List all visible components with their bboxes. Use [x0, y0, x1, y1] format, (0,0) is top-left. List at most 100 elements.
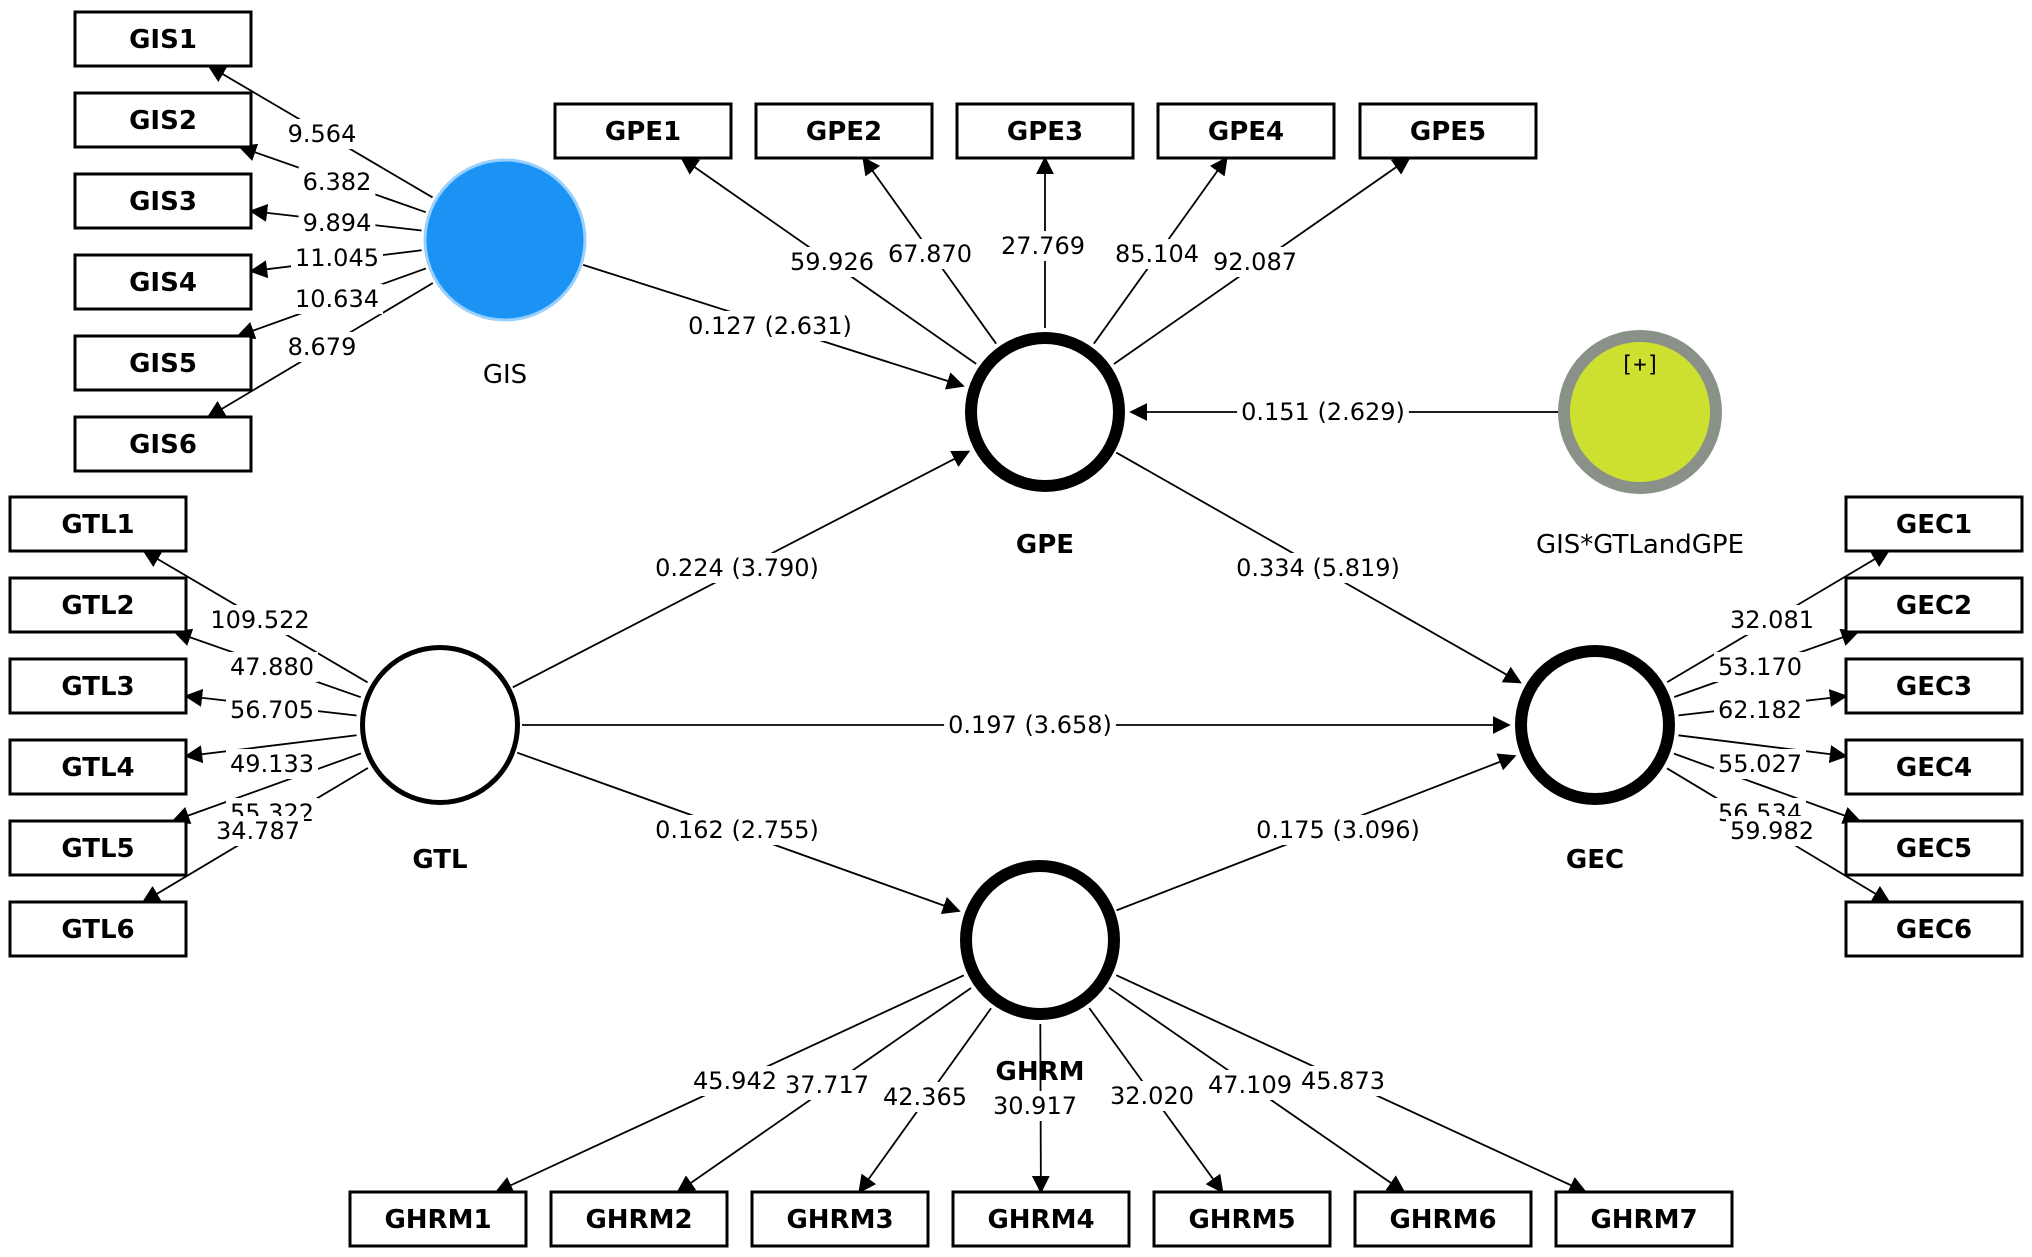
loading-label-ghrm6-group: 47.109 — [1204, 1070, 1296, 1100]
loading-label-gtl3: 56.705 — [230, 696, 314, 724]
indicator-gpe5: GPE5 — [1358, 102, 1538, 160]
path-label-gtl-ghrm-group: 0.162 (2.755) — [651, 815, 823, 845]
loading-label-ghrm5-group: 32.020 — [1106, 1081, 1198, 1111]
indicator-gtl1: GTL1 — [8, 495, 188, 553]
latent-label-mod: GIS*GTLandGPE — [1536, 530, 1744, 560]
indicator-box-gis6 — [73, 415, 253, 473]
indicator-gis6: GIS6 — [73, 415, 253, 473]
indicator-gtl3: GTL3 — [8, 657, 188, 715]
path-label-ghrm-gec-bg — [1252, 815, 1424, 845]
path-label-gtl-gpe-group: 0.224 (3.790) — [651, 553, 823, 583]
loading-label-ghrm1: 45.942 — [693, 1067, 777, 1095]
indicator-box-gtl4 — [8, 738, 188, 796]
loading-label-gtl6: 34.787 — [216, 817, 300, 845]
path-label-gis-gpe: 0.127 (2.631) — [688, 312, 852, 340]
loading-label-gpe4-bg — [1111, 239, 1203, 269]
loading-label-gtl4-group: 49.133 — [226, 749, 318, 779]
loading-label-gpe1: 59.926 — [790, 248, 874, 276]
loading-label-gtl3-bg — [226, 695, 318, 725]
path-label-gtl-gpe: 0.224 (3.790) — [655, 554, 819, 582]
loading-label-gis1-bg — [283, 119, 361, 149]
path-label-ghrm-gec: 0.175 (3.096) — [1256, 816, 1420, 844]
loading-label-gpe2-bg — [884, 239, 976, 269]
path-label-gpe-gec-bg — [1232, 553, 1404, 583]
indicator-gtl6: GTL6 — [8, 900, 188, 958]
indicator-box-gpe3 — [955, 102, 1135, 160]
loading-label-gec6-bg — [1726, 816, 1818, 846]
loading-label-ghrm4: 30.917 — [993, 1092, 1077, 1120]
indicator-label-ghrm7: GHRM7 — [1590, 1205, 1697, 1235]
loading-label-gtl4-bg — [226, 749, 318, 779]
indicator-box-gpe4 — [1156, 102, 1336, 160]
indicator-box-gis5 — [73, 334, 253, 392]
indicator-label-gis6: GIS6 — [129, 430, 197, 460]
loading-label-gtl3-group: 56.705 — [226, 695, 318, 725]
path-label-mod-gpe-group: 0.151 (2.629) — [1237, 397, 1409, 427]
indicator-ghrm2: GHRM2 — [549, 1190, 729, 1248]
loading-label-gec3-group: 62.182 — [1714, 695, 1806, 725]
loading-label-gec1: 32.081 — [1730, 606, 1814, 634]
loading-label-ghrm5: 32.020 — [1110, 1082, 1194, 1110]
indicator-ghrm6: GHRM6 — [1353, 1190, 1533, 1248]
path-label-gtl-gpe-bg — [651, 553, 823, 583]
latent-label-gec: GEC — [1566, 845, 1624, 875]
loading-label-ghrm5-bg — [1106, 1081, 1198, 1111]
latent-gpe: GPE — [965, 332, 1125, 560]
indicator-label-gpe3: GPE3 — [1007, 117, 1083, 147]
loading-label-gis1-group: 9.564 — [283, 119, 361, 149]
indicator-box-gis4 — [73, 253, 253, 311]
loading-label-gtl2: 47.880 — [230, 653, 314, 681]
loading-label-gis3-bg — [298, 208, 376, 238]
moderator-symbol: [+] — [1620, 353, 1660, 378]
indicator-gpe4: GPE4 — [1156, 102, 1336, 160]
path-label-gtl-gec-group: 0.197 (3.658) — [944, 710, 1116, 740]
indicator-box-gtl3 — [8, 657, 188, 715]
indicator-label-gec4: GEC4 — [1896, 753, 1972, 783]
loading-label-gis2-bg — [298, 167, 376, 197]
indicator-gis3: GIS3 — [73, 172, 253, 230]
loading-label-gpe1-group: 59.926 — [786, 247, 878, 277]
indicator-label-gec2: GEC2 — [1896, 591, 1972, 621]
loading-label-ghrm7-group: 45.873 — [1297, 1066, 1389, 1096]
latent-circle-moderator — [1558, 330, 1722, 494]
loading-edge-gtl4 — [184, 734, 357, 764]
loading-label-gec4-group: 55.027 — [1714, 749, 1806, 779]
loading-label-ghrm7-bg — [1297, 1066, 1389, 1096]
indicator-gec6: GEC6 — [1844, 900, 2024, 958]
loading-label-ghrm1-bg — [689, 1066, 781, 1096]
indicator-label-gtl4: GTL4 — [61, 753, 134, 783]
loading-label-ghrm6-bg — [1204, 1070, 1296, 1100]
loading-label-ghrm2: 37.717 — [785, 1071, 869, 1099]
indicator-gis2: GIS2 — [73, 91, 253, 149]
indicator-label-gpe5: GPE5 — [1410, 117, 1486, 147]
loading-label-gec2: 53.170 — [1718, 653, 1802, 681]
loading-label-gec2-bg — [1714, 652, 1806, 682]
loading-label-gpe2-group: 67.870 — [884, 239, 976, 269]
latent-circle-gis — [423, 158, 587, 322]
indicator-box-ghrm3 — [750, 1190, 930, 1248]
indicator-box-ghrm2 — [549, 1190, 729, 1248]
loading-label-gpe3: 27.769 — [1001, 232, 1085, 260]
indicator-label-ghrm2: GHRM2 — [585, 1205, 692, 1235]
loading-label-gpe3-group: 27.769 — [997, 231, 1089, 261]
indicator-gis4: GIS4 — [73, 253, 253, 311]
indicator-gis5: GIS5 — [73, 334, 253, 392]
indicator-box-gpe1 — [553, 102, 733, 160]
indicator-box-gis2 — [73, 91, 253, 149]
loading-label-gpe5-bg — [1209, 247, 1301, 277]
latent-gis: GIS — [423, 158, 587, 390]
path-label-gis-gpe-group: 0.127 (2.631) — [684, 311, 856, 341]
indicator-box-gis3 — [73, 172, 253, 230]
indicator-ghrm3: GHRM3 — [750, 1190, 930, 1248]
indicator-box-gec6 — [1844, 900, 2024, 958]
loading-label-gtl1-group: 109.522 — [206, 605, 314, 635]
indicator-gtl4: GTL4 — [8, 738, 188, 796]
indicator-box-gec3 — [1844, 657, 2024, 715]
loading-label-gpe2: 67.870 — [888, 240, 972, 268]
indicator-gec2: GEC2 — [1844, 576, 2024, 634]
latent-label-gis: GIS — [483, 360, 527, 390]
indicator-gec5: GEC5 — [1844, 819, 2024, 877]
indicator-label-gec6: GEC6 — [1896, 915, 1972, 945]
loading-label-ghrm2-group: 37.717 — [781, 1070, 873, 1100]
